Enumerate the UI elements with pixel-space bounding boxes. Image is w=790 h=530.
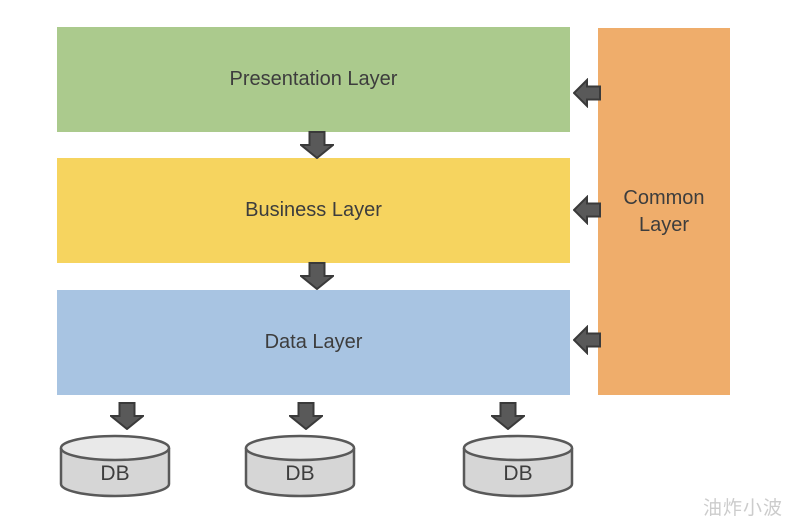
db2-label: DB bbox=[285, 462, 314, 485]
down-arrow-data-to-db2-icon bbox=[289, 402, 323, 430]
down-arrow-data-to-db3-icon bbox=[491, 402, 525, 430]
common-layer-box: Common Layer bbox=[598, 28, 730, 395]
db1-label: DB bbox=[100, 462, 129, 485]
left-arrow-common-to-presentation-icon bbox=[573, 78, 601, 108]
business-layer-box: Business Layer bbox=[57, 158, 570, 263]
presentation-layer-label: Presentation Layer bbox=[229, 68, 398, 90]
business-layer-label: Business Layer bbox=[245, 199, 382, 221]
down-arrow-presentation-to-business-icon bbox=[300, 131, 334, 159]
presentation-layer-box: Presentation Layer bbox=[57, 27, 570, 132]
left-arrow-common-to-data-icon bbox=[573, 325, 601, 355]
db3-label: DB bbox=[503, 462, 532, 485]
down-arrow-data-to-db1-icon bbox=[110, 402, 144, 430]
data-layer-box: Data Layer bbox=[57, 290, 570, 395]
database-cylinder-2: DB bbox=[244, 434, 356, 498]
common-layer-label: Common Layer bbox=[623, 186, 705, 236]
database-cylinder-1: DB bbox=[59, 434, 171, 498]
watermark: 油炸小波 bbox=[702, 498, 783, 519]
down-arrow-business-to-data-icon bbox=[300, 262, 334, 290]
left-arrow-common-to-business-icon bbox=[573, 195, 601, 225]
database-cylinder-3: DB bbox=[462, 434, 574, 498]
data-layer-label: Data Layer bbox=[264, 331, 363, 353]
